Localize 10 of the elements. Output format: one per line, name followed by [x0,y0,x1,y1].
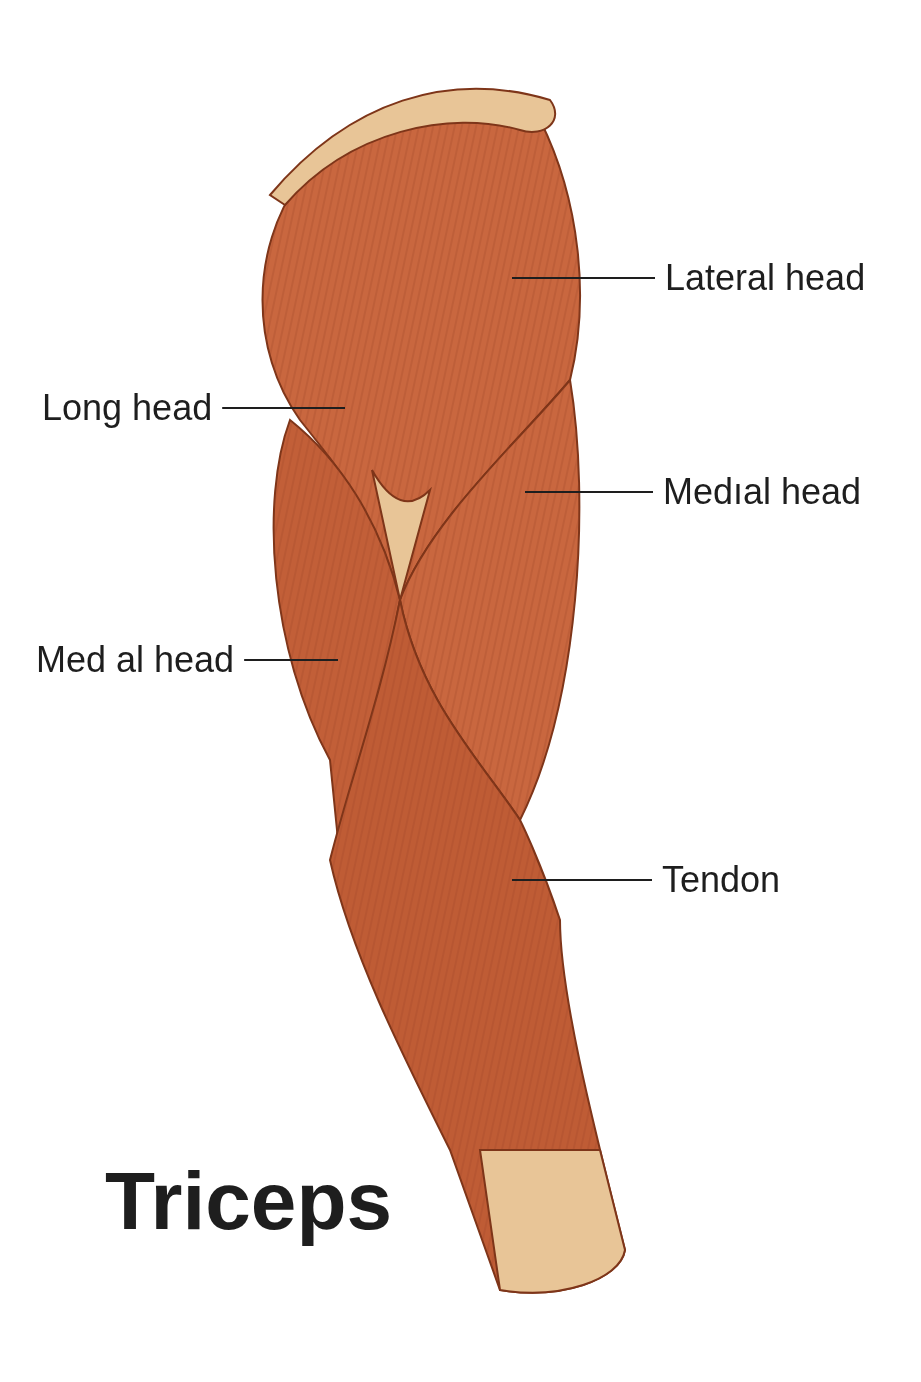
leader-line [511,879,653,881]
part-label: Med al head [36,642,235,678]
part-label: Lateral head [665,260,866,296]
part-label: Medıal head [663,474,862,510]
leader-line [243,659,339,661]
part-label: Long head [42,390,213,426]
leader-line [524,491,654,493]
leader-line [511,277,656,279]
part-label: Tendon [662,862,781,898]
leader-line [221,407,346,409]
